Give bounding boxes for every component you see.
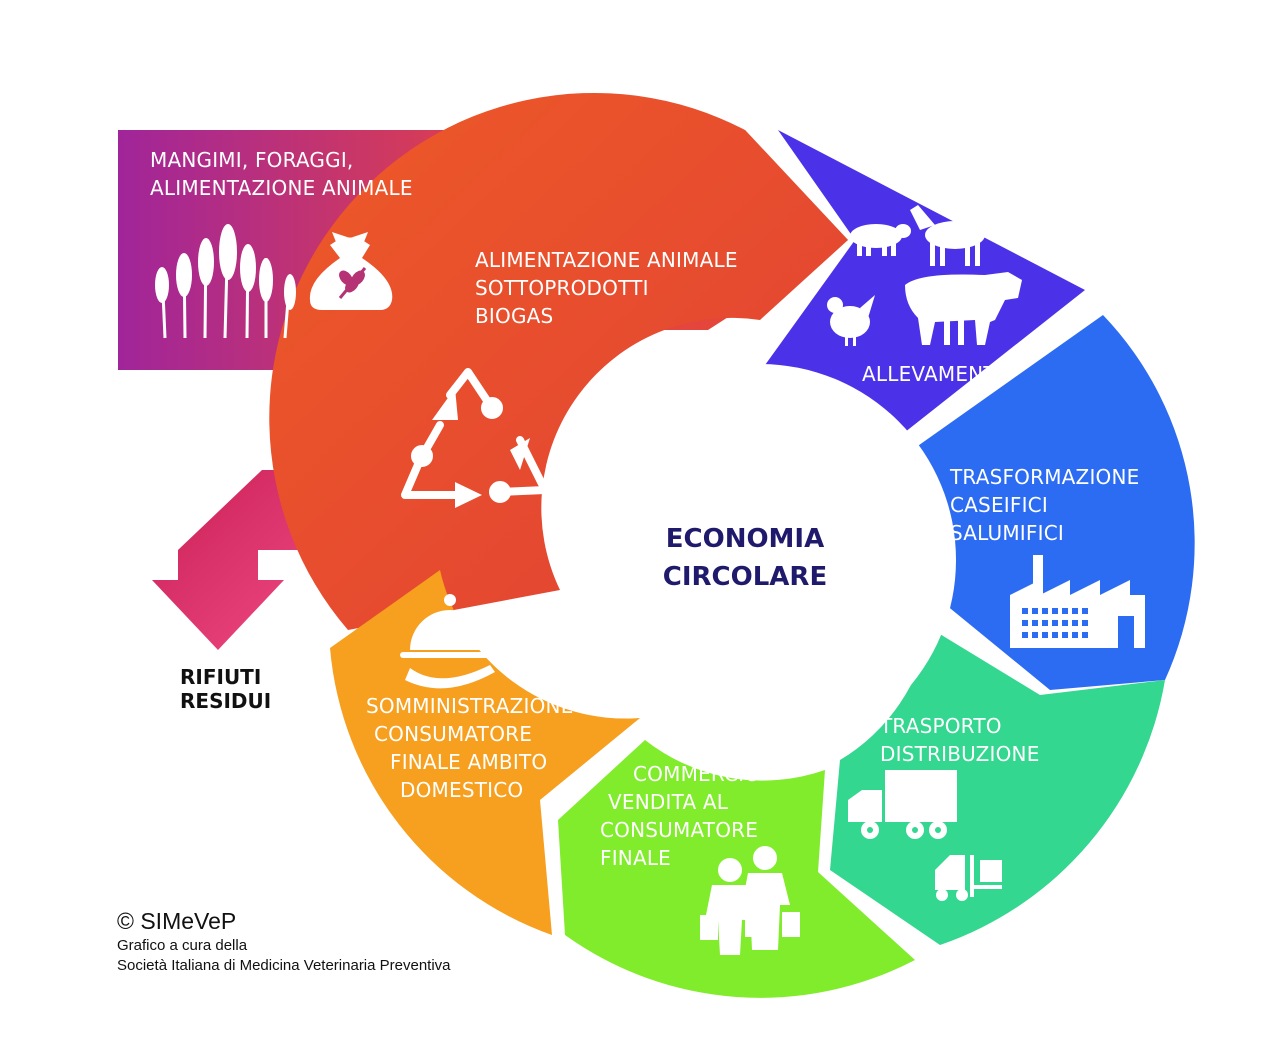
waste-label: RIFIUTI RESIDUI <box>180 665 272 713</box>
shoppers-icon <box>700 846 800 955</box>
label-trasporto: TRASPORTO DISTRIBUZIONE <box>880 714 1040 766</box>
factory-icon <box>1010 555 1145 648</box>
label-trasformazione: TRASFORMAZIONE CASEIFICI SALUMIFICI <box>950 465 1140 545</box>
truck-icon <box>848 770 957 839</box>
goat-icon <box>910 205 985 266</box>
label-allevamento: ALLEVAMENTO <box>862 362 1012 386</box>
segment-trasporto <box>830 628 1165 945</box>
label-commercio: COMMERCIO VENDITA AL CONSUMATORE FINALE <box>600 762 761 870</box>
label-mangimi: MANGIMI, FORAGGI, ALIMENTAZIONE ANIMALE <box>150 148 413 200</box>
forklift-icon <box>935 855 1002 901</box>
grain-sack-icon <box>309 232 393 310</box>
cloche-icon <box>400 594 500 689</box>
wheat-icon <box>155 224 296 339</box>
copyright-line: © SIMeVeP <box>117 908 237 934</box>
label-sottoprodotti: ALIMENTAZIONE ANIMALE SOTTOPRODOTTI BIOG… <box>475 248 738 328</box>
center-circle <box>564 364 956 756</box>
credit-block: © SIMeVeP Grafico a cura della Società I… <box>117 906 451 976</box>
cow-icon <box>905 272 1022 345</box>
hen-icon <box>827 295 875 346</box>
pig-icon <box>850 224 911 256</box>
credit-organization: Società Italiana di Medicina Veterinaria… <box>117 957 451 974</box>
label-somministrazione: SOMMINISTRAZIONE CONSUMATORE FINALE AMBI… <box>366 694 574 802</box>
center-title: ECONOMIA CIRCOLARE <box>662 524 828 592</box>
recycle-icon <box>401 368 549 508</box>
credit-subtitle: Grafico a cura della <box>117 937 248 954</box>
segment-somministrazione <box>330 570 640 935</box>
